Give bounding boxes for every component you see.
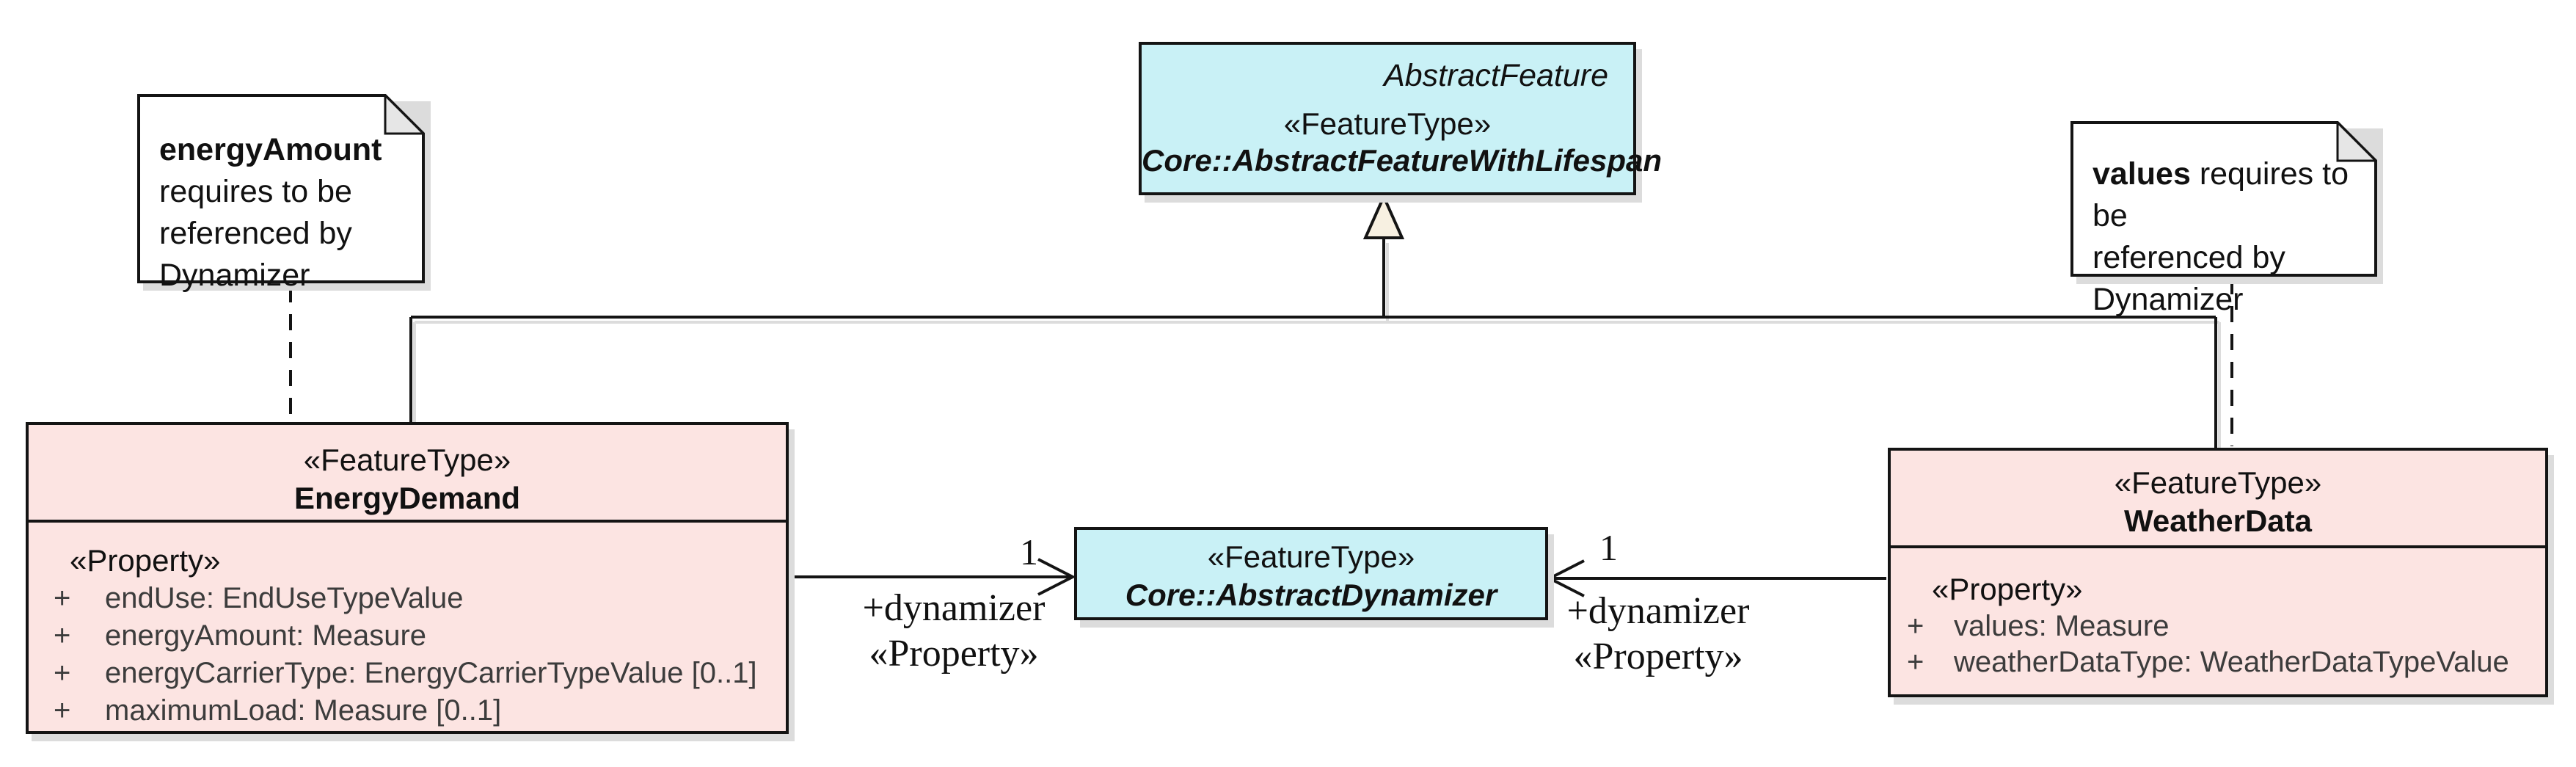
attribute-row[interactable]: + energyAmount: Measure <box>29 617 786 655</box>
attribute-row[interactable]: + maximumLoad: Measure [0..1] <box>29 692 786 730</box>
note-text: energyAmount requires to be referenced b… <box>137 94 425 293</box>
uml-class-abstractdynamizer[interactable]: «FeatureType» Core::AbstractDynamizer <box>1074 527 1548 620</box>
note-line: referenced by <box>159 216 352 251</box>
attributes-compartment: «Property» + endUse: EndUseTypeValue + e… <box>29 523 786 730</box>
class-name: WeatherData <box>2124 504 2312 538</box>
association-role-label[interactable]: +dynamizer <box>1566 590 1750 632</box>
attribute-text: energyCarrierType: EnergyCarrierTypeValu… <box>105 657 757 689</box>
attribute-text: values: Measure <box>1954 610 2170 642</box>
class-header: «FeatureType» EnergyDemand <box>29 425 786 523</box>
attribute-row[interactable]: + values: Measure <box>1891 608 2545 644</box>
note-shape <box>137 94 425 283</box>
visibility-plus: + <box>54 619 71 652</box>
class-stereotype: «FeatureType» <box>1283 106 1492 141</box>
compartment-stereotype: «Property» <box>1932 572 2083 606</box>
note-text: values requires to be referenced by Dyna… <box>2070 121 2377 317</box>
open-arrowhead-right-icon <box>1037 558 1076 596</box>
note-values[interactable]: values requires to be referenced by Dyna… <box>2070 121 2383 317</box>
uml-class-abstractfeaturewithlifespan[interactable]: AbstractFeature «FeatureType» Core::Abst… <box>1139 42 1663 195</box>
open-arrowhead-left-icon <box>1546 559 1585 597</box>
class-header: «FeatureType» Core::AbstractDynamizer <box>1077 530 1545 617</box>
association-stereotype-label[interactable]: «Property» <box>1573 636 1743 677</box>
class-header: «FeatureType» WeatherData <box>1891 451 2545 548</box>
note-line: requires to be <box>159 174 352 209</box>
generalization-connector[interactable] <box>409 193 2217 448</box>
attribute-text: energyAmount: Measure <box>105 619 427 652</box>
uml-class-energydemand[interactable]: «FeatureType» EnergyDemand «Property» + … <box>26 422 789 734</box>
uml-class-weatherdata[interactable]: «FeatureType» WeatherData «Property» + v… <box>1888 448 2548 697</box>
visibility-plus: + <box>54 694 71 727</box>
note-line: Dynamizer <box>2092 282 2244 317</box>
attribute-text: endUse: EndUseTypeValue <box>105 582 464 614</box>
attributes-compartment: «Property» + values: Measure + weatherDa… <box>1891 548 2545 680</box>
note-energyamount[interactable]: energyAmount requires to be referenced b… <box>137 94 431 293</box>
class-annotation: AbstractFeature <box>1384 58 1608 93</box>
attribute-row[interactable]: + endUse: EndUseTypeValue <box>29 580 786 617</box>
visibility-plus: + <box>54 657 71 689</box>
note-line: Dynamizer <box>159 258 310 293</box>
class-stereotype: «FeatureType» <box>2114 465 2322 500</box>
note-line: requires to be <box>2092 156 2349 233</box>
visibility-plus: + <box>54 582 71 614</box>
note-line: referenced by <box>2092 240 2285 275</box>
note-shape <box>2070 121 2377 277</box>
class-name: EnergyDemand <box>293 481 521 515</box>
multiplicity-label[interactable]: 1 <box>1020 531 1038 572</box>
note-line: energyAmount <box>159 132 382 167</box>
attribute-text: weatherDataType: WeatherDataTypeValue <box>1954 646 2509 678</box>
attribute-row[interactable]: + weatherDataType: WeatherDataTypeValue <box>1891 644 2545 680</box>
attribute-text: maximumLoad: Measure [0..1] <box>105 694 502 727</box>
class-stereotype: «FeatureType» <box>1207 539 1415 574</box>
association-energydemand-dynamizer[interactable] <box>789 558 1076 596</box>
association-role-label[interactable]: +dynamizer <box>862 587 1046 629</box>
association-stereotype-label[interactable]: «Property» <box>869 633 1039 675</box>
association-weatherdata-dynamizer[interactable] <box>1546 559 1886 597</box>
visibility-plus: + <box>1907 646 1924 678</box>
generalization-triangle-icon <box>1362 193 1405 239</box>
note-fold-icon <box>2336 121 2377 162</box>
note-fold-icon <box>384 94 425 135</box>
note-line: values <box>2092 156 2191 192</box>
class-name: Core::AbstractDynamizer <box>1125 577 1497 612</box>
class-name: Core::AbstractFeatureWithLifespan <box>1142 143 1663 178</box>
attribute-row[interactable]: + energyCarrierType: EnergyCarrierTypeVa… <box>29 655 786 692</box>
multiplicity-label[interactable]: 1 <box>1599 527 1618 568</box>
compartment-stereotype: «Property» <box>70 543 221 578</box>
visibility-plus: + <box>1907 610 1924 642</box>
class-stereotype: «FeatureType» <box>303 443 511 477</box>
line-shadows <box>413 243 2221 453</box>
